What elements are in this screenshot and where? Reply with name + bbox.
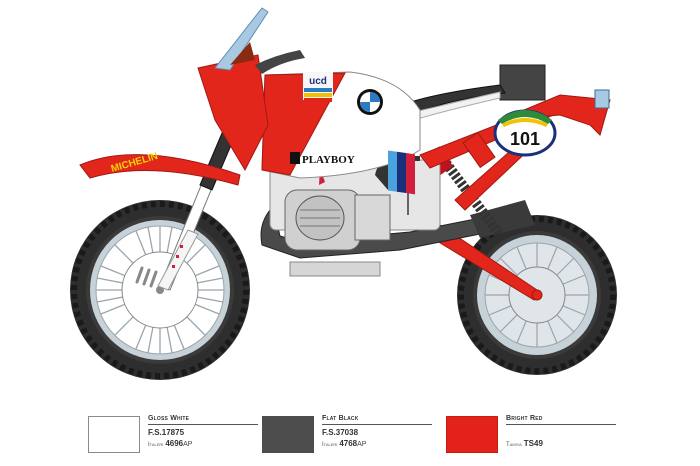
front-fairing: [197, 7, 269, 172]
handlebar: [255, 50, 305, 74]
race-number-plate: 101: [493, 109, 557, 157]
paint-name: Bright Red: [506, 415, 616, 425]
fs-code: F.S.37038: [322, 428, 359, 437]
playboy-decal: PLAYBOY: [302, 154, 355, 166]
ucd-decal: ucd: [309, 76, 327, 87]
motorsport-stripes-decal: [388, 150, 415, 195]
fuel-tank: ucd PLAYBOY: [261, 71, 421, 195]
race-number: 101: [510, 129, 540, 149]
paint-name: Gloss White: [148, 415, 258, 425]
paint-name: Flat Black: [322, 415, 432, 425]
paint-brand-code: Italeri 4696AP: [148, 439, 193, 448]
color-swatch: [88, 416, 140, 453]
front-wheel: [70, 200, 250, 380]
fs-code: F.S.17875: [148, 428, 185, 437]
motorcycle-illustration: 101 ucd PLAYBOY: [70, 7, 617, 380]
paint-brand-code: Italeri 4768AP: [322, 439, 367, 448]
paint-brand-code: Tamiya TS49: [506, 439, 543, 448]
fs-code: [506, 428, 616, 437]
front-fender: MICHELIN: [79, 151, 241, 186]
color-swatch: [446, 416, 498, 453]
color-swatch: [262, 416, 314, 453]
